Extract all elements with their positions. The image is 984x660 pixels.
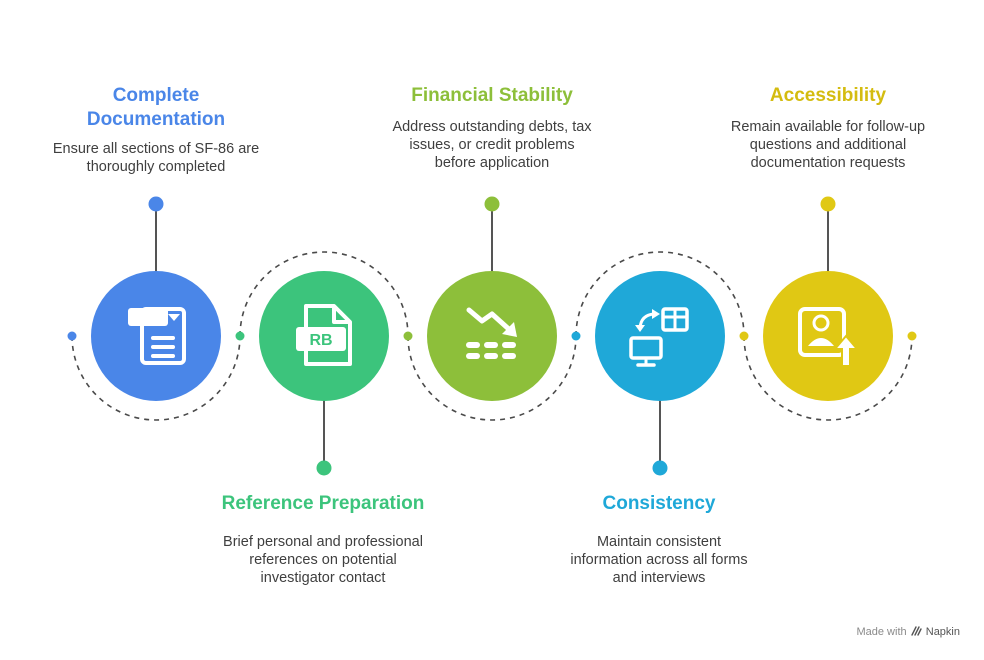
description-line: Maintain consistent xyxy=(596,534,722,550)
description-line: Ensure all sections of SF-86 are xyxy=(52,141,260,157)
napkin-watermark: Made with Napkin xyxy=(856,626,960,638)
title-line: Complete xyxy=(112,85,200,106)
description-line: documentation requests xyxy=(750,155,906,171)
step-description: Remain available for follow-up questions… xyxy=(712,118,944,172)
title-line: Accessibility xyxy=(769,85,887,106)
endpoint-dot-1 xyxy=(67,331,77,341)
watermark-prefix: Made with xyxy=(856,626,907,638)
step-description: Maintain consistent information across a… xyxy=(550,533,768,587)
step-consistency: Consistency Maintain consistent informat… xyxy=(550,492,768,587)
sync-monitor-table-icon xyxy=(629,307,689,367)
step-circle-4 xyxy=(595,271,725,401)
step-title: Complete Documentation xyxy=(40,84,272,132)
endpoint-dot-6 xyxy=(907,331,917,341)
step-complete-documentation: Complete Documentation Ensure all sectio… xyxy=(40,84,272,176)
connector-arc-5 xyxy=(743,335,913,421)
step-description: Address outstanding debts, tax issues, o… xyxy=(378,118,606,172)
description-line: questions and additional xyxy=(749,137,907,153)
step-description: Brief personal and professional referenc… xyxy=(210,533,436,587)
title-line: Consistency xyxy=(602,493,716,514)
stem-dot-5 xyxy=(820,196,836,212)
description-line: investigator contact xyxy=(260,570,386,586)
step-description: Ensure all sections of SF-86 are thoroug… xyxy=(40,140,272,176)
description-line: before application xyxy=(434,155,550,171)
form-document-icon xyxy=(128,307,186,365)
declining-chart-icon xyxy=(466,307,517,359)
profile-upload-icon xyxy=(798,307,860,367)
endpoint-dot-4 xyxy=(571,331,581,341)
stem-dot-2 xyxy=(316,460,332,476)
description-line: Address outstanding debts, tax xyxy=(392,119,592,135)
connector-arc-2 xyxy=(239,251,409,337)
rb-label: RB xyxy=(309,332,332,349)
title-line: Reference Preparation xyxy=(221,493,425,514)
step-title: Reference Preparation xyxy=(210,492,436,516)
rb-document-icon: RB xyxy=(296,304,352,366)
description-line: Brief personal and professional xyxy=(223,534,423,550)
endpoint-dot-3 xyxy=(403,331,413,341)
endpoint-dot-5 xyxy=(739,331,749,341)
connector-arc-1 xyxy=(71,335,241,421)
description-line: issues, or credit problems xyxy=(409,137,575,153)
step-title: Consistency xyxy=(550,492,768,516)
step-circle-5 xyxy=(763,271,893,401)
connector-arc-3 xyxy=(407,335,577,421)
step-accessibility: Accessibility Remain available for follo… xyxy=(712,84,944,172)
step-reference-preparation: Reference Preparation Brief personal and… xyxy=(210,492,436,587)
stem-dot-1 xyxy=(148,196,164,212)
title-line: Documentation xyxy=(86,109,226,130)
napkin-logo-icon xyxy=(910,626,922,636)
step-circle-3 xyxy=(427,271,557,401)
step-title: Accessibility xyxy=(712,84,944,108)
connector-arc-4 xyxy=(575,251,745,337)
description-line: and interviews xyxy=(612,570,706,586)
watermark-brand: Napkin xyxy=(925,626,960,638)
description-line: thoroughly completed xyxy=(86,159,226,175)
title-line: Financial Stability xyxy=(411,85,573,106)
description-line: information across all forms xyxy=(570,552,748,568)
description-line: Remain available for follow-up xyxy=(730,119,926,135)
endpoint-dot-2 xyxy=(235,331,245,341)
description-line: references on potential xyxy=(249,552,397,568)
stem-dot-3 xyxy=(484,196,500,212)
step-title: Financial Stability xyxy=(378,84,606,108)
step-financial-stability: Financial Stability Address outstanding … xyxy=(378,84,606,172)
stem-dot-4 xyxy=(652,460,668,476)
